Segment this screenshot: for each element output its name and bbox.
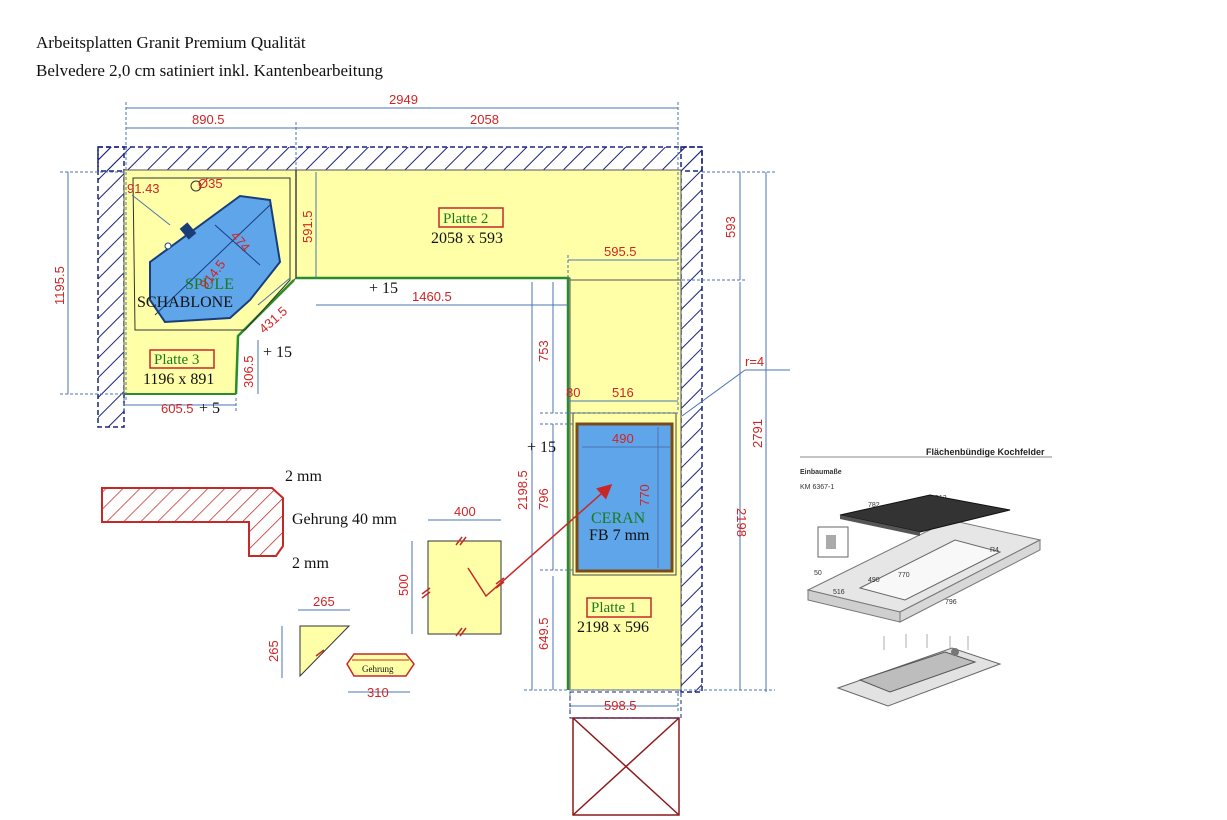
- piece-triangle-height: 265: [266, 640, 281, 662]
- sink-outline: [132, 177, 291, 331]
- dim-diameter-35: Ø35: [198, 176, 223, 191]
- dim-width-left: 890.5: [192, 112, 225, 127]
- kochfeld-dim-labels: 782 512 490 770 516 796 50 R4: [814, 495, 999, 606]
- dim-width-5955: 595.5: [604, 244, 637, 259]
- kochfeld-subtitle: Einbaumaße: [800, 469, 842, 476]
- hole-35-icon: [190, 180, 202, 192]
- radius-pointer: [131, 194, 171, 226]
- edge-profile-shape: [101, 487, 284, 557]
- sink-group: SPULE SCHABLONE: [131, 177, 291, 331]
- kochfeld-label-782: 782: [868, 502, 880, 509]
- kochfeld-label-512: 512: [935, 495, 947, 502]
- sink-label-line2: SCHABLONE: [137, 294, 233, 311]
- dim-height-3065: 306.5: [241, 355, 256, 388]
- plate-1-size: 2198 x 596: [577, 619, 649, 636]
- dim-plus15-c: + 15: [527, 439, 556, 456]
- plate-labels: Platte 2 2058 x 593 Platte 3 1196 x 891 …: [143, 207, 652, 636]
- sink-bowl: [149, 194, 282, 324]
- appliance-box: [569, 691, 682, 816]
- piece-square-height: 500: [396, 574, 411, 596]
- dim-plus5: + 5: [199, 400, 220, 417]
- piece-strip-label: Gehrung: [362, 664, 394, 674]
- sink-label-line1: SPULE: [185, 276, 234, 293]
- piece-strip-width: 310: [367, 685, 389, 700]
- plate-3-label-box: [149, 349, 215, 369]
- cooktop-label-line2: FB 7 mm: [589, 527, 650, 544]
- dimension-texts: 2949 890.5 2058 1195.5 91.43 Ø35 914.5 4…: [52, 92, 765, 713]
- kochfeld-label-516: 516: [833, 589, 845, 596]
- piece-square-width: 400: [454, 504, 476, 519]
- kochfeld-title: Flächenbündige Kochfelder: [926, 447, 1045, 457]
- sink-diagonal-dim: [154, 204, 271, 316]
- dimension-lines: [60, 102, 790, 713]
- plate-3-label: Platte 3: [154, 352, 199, 368]
- dim-height-5915: 591.5: [300, 210, 315, 243]
- dim-width-5985: 598.5: [604, 698, 637, 713]
- piece-triangle: 265 265: [266, 594, 351, 678]
- kochfeld-label-770: 770: [898, 572, 910, 579]
- kochfeld-label-490: 490: [868, 577, 880, 584]
- dim-height-21985: 2198.5: [515, 470, 530, 510]
- cooktop-label-line1: CERAN: [591, 510, 646, 527]
- kochfeld-model: KM 6367-1: [800, 484, 834, 491]
- sink-diagonal-dim-2: [214, 224, 261, 266]
- kochfeld-insert: Flächenbündige Kochfelder Einbaumaße KM …: [800, 447, 1052, 707]
- plate-2-label-box: [438, 207, 504, 228]
- drain-icon: [164, 242, 172, 250]
- piece-strip: Gehrung 310: [346, 653, 415, 700]
- cooktop-group: CERAN FB 7 mm: [572, 412, 677, 576]
- dim-width-80: 80: [566, 385, 580, 400]
- wall-left: [97, 146, 125, 428]
- dim-width-6055: 605.5: [161, 401, 194, 416]
- dim-width-516: 516: [612, 385, 634, 400]
- dim-plus15-a: + 15: [369, 280, 398, 297]
- dim-height-1195: 1195.5: [52, 266, 67, 305]
- title-line-1: Arbeitsplatten Granit Premium Qualität: [36, 33, 306, 52]
- dim-width-490: 490: [612, 431, 634, 446]
- walls: [97, 146, 703, 693]
- piece-square: 400 500: [396, 484, 613, 637]
- edge-line-corner: [234, 279, 295, 395]
- dim-height-6495: 649.5: [536, 617, 551, 650]
- kochfeld-label-r4: R4: [990, 547, 999, 554]
- dim-height-2198: 2198: [734, 508, 749, 537]
- plate-2-size: 2058 x 593: [431, 230, 503, 247]
- dim-radius-9143: 91.43: [127, 181, 160, 196]
- faucet-icon: [179, 222, 197, 240]
- wall-top: [97, 146, 703, 172]
- edge-top-mm: 2 mm: [285, 468, 322, 485]
- edge-profile-detail: 2 mm Gehrung 40 mm 2 mm: [101, 468, 397, 572]
- dim-plus15-b: + 15: [263, 344, 292, 361]
- dim-height-753: 753: [536, 340, 551, 362]
- cooktop-cutout-outline: [572, 412, 677, 576]
- plate-2-label: Platte 2: [443, 211, 488, 227]
- wall-right: [680, 146, 703, 693]
- dim-height-770: 770: [637, 484, 652, 506]
- dim-width-14605: 1460.5: [412, 289, 452, 304]
- plate-1-label-box: [586, 597, 652, 618]
- dim-height-2791: 2791: [750, 419, 765, 448]
- dim-total-width: 2949: [389, 92, 418, 107]
- dim-width-right: 2058: [470, 112, 499, 127]
- dim-radius-4: r=4: [745, 354, 764, 369]
- dim-height-796: 796: [536, 488, 551, 510]
- piece-triangle-width: 265: [313, 594, 335, 609]
- kochfeld-label-50: 50: [814, 570, 822, 577]
- plate-3-size: 1196 x 891: [143, 371, 214, 388]
- plate-1-label: Platte 1: [591, 600, 636, 616]
- edge-bottom-mm: 2 mm: [292, 555, 329, 572]
- cooktop-surface: [575, 422, 674, 573]
- edge-gehrung: Gehrung 40 mm: [292, 511, 397, 528]
- title-line-2: Belvedere 2,0 cm satiniert inkl. Kantenb…: [36, 61, 383, 80]
- kochfeld-label-796: 796: [945, 599, 957, 606]
- dim-height-593: 593: [723, 216, 738, 238]
- plate-2-shape: [295, 169, 682, 281]
